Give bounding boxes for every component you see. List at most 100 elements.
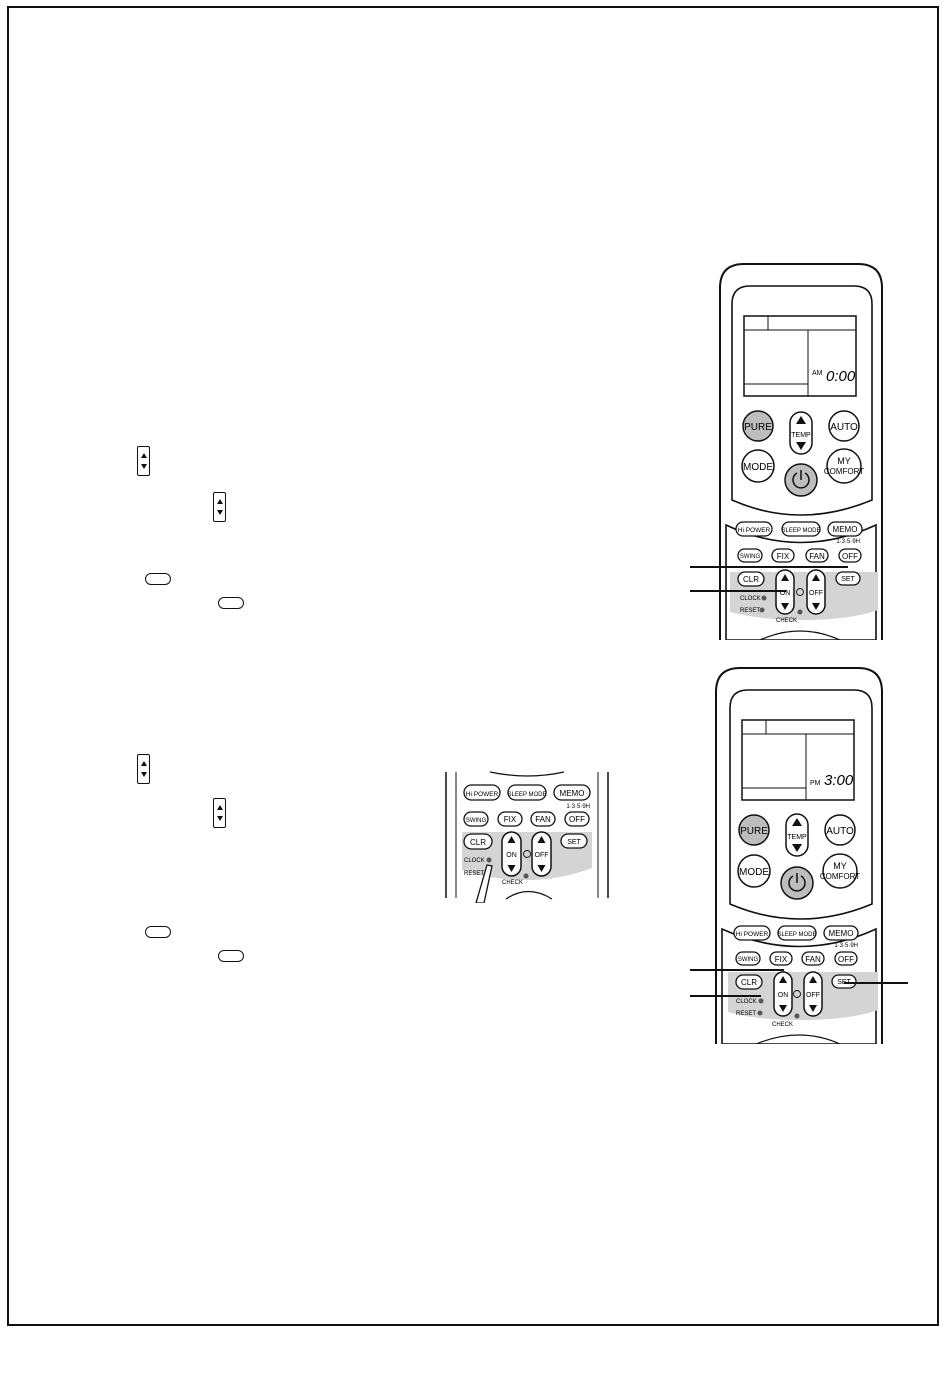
up-down-button-icon [137, 446, 150, 476]
display-time: 3:00 [824, 772, 854, 789]
clock-reset-hole [761, 595, 767, 601]
pure-label: PURE [740, 826, 768, 837]
off-timer-label: OFF [809, 590, 823, 597]
temp-label: TEMP [787, 834, 807, 841]
clock-label: CLOCK [464, 858, 485, 864]
swing-button [735, 951, 761, 966]
mode-button [741, 449, 775, 483]
swing-button [737, 548, 763, 563]
off-timer-updown-button [803, 971, 823, 1017]
off-timer-label: OFF [535, 852, 549, 859]
pure-button [738, 814, 770, 846]
hi-power-button [463, 784, 501, 801]
set-label: SET [841, 576, 855, 583]
pure-button [742, 410, 774, 442]
off-label: OFF [842, 552, 858, 561]
swing-button [463, 811, 489, 827]
clr-button [463, 833, 493, 850]
auto-button [824, 814, 856, 846]
swing-label: SWING [740, 554, 761, 560]
leader-line [690, 969, 784, 971]
timer-hours-label: 1·3·5·9H [836, 539, 860, 545]
check-hole [523, 873, 529, 879]
clock-reset-hole [486, 857, 492, 863]
off-timer-button [838, 548, 862, 563]
my-comfort-label: MY [833, 861, 847, 871]
clr-button [735, 974, 763, 990]
display-period: PM [810, 780, 821, 787]
my-comfort-button [826, 448, 862, 484]
oval-button-icon [145, 926, 171, 938]
fix-label: FIX [777, 552, 790, 561]
up-down-button-icon [213, 492, 226, 522]
memo-label: MEMO [829, 929, 854, 938]
reset-hole [757, 1010, 763, 1016]
oval-button-icon [218, 950, 244, 962]
fix-label: FIX [504, 815, 517, 824]
off-timer-label: OFF [806, 992, 820, 999]
clr-button [737, 571, 765, 587]
power-icon [792, 472, 810, 489]
sleep-mode-label: SLEEP MODE [782, 528, 821, 534]
fix-label: FIX [775, 955, 788, 964]
on-timer-button [775, 569, 795, 615]
up-down-button-icon [137, 754, 150, 784]
off-timer-button [564, 811, 590, 827]
sleep-mode-button [781, 521, 821, 537]
clr-label: CLR [743, 575, 759, 584]
auto-label: AUTO [826, 826, 854, 837]
remote-control-bottom: PM 3:00 PURE TEMP AUTO MODE MY COMFORT H… [715, 667, 883, 1044]
clock-label: CLOCK [736, 999, 757, 1005]
reset-label: RESET [740, 608, 760, 614]
clr-label: CLR [470, 838, 486, 847]
off-label: OFF [838, 955, 854, 964]
hi-power-button [735, 521, 773, 537]
on-timer-button [773, 971, 793, 1017]
fan-button [801, 951, 825, 966]
my-comfort-label: MY [837, 456, 851, 466]
reset-label: RESET [736, 1011, 756, 1017]
check-hole [794, 1013, 800, 1019]
clock-timer-icon [523, 850, 531, 858]
clock-reset-hole [758, 998, 764, 1004]
set-label: SET [567, 839, 581, 846]
clock-timer-icon [793, 990, 801, 998]
oval-button-icon [218, 597, 244, 609]
hi-power-label: Hi POWER [738, 527, 771, 534]
memo-label: MEMO [833, 525, 858, 534]
mode-label: MODE [743, 462, 773, 473]
set-button [831, 974, 857, 989]
off-timer-updown-button [531, 831, 552, 877]
fan-label: FAN [535, 815, 551, 824]
fix-button [497, 811, 523, 827]
stylus-icon [475, 864, 493, 903]
fan-label: FAN [809, 552, 825, 561]
on-timer-button [501, 831, 522, 877]
timer-hours-label: 1·3·5·9H [566, 804, 590, 810]
page-frame [7, 6, 939, 1326]
pure-label: PURE [744, 422, 772, 433]
on-label: ON [780, 590, 791, 597]
fix-button [769, 951, 793, 966]
fan-button [805, 548, 829, 563]
leader-line [690, 590, 786, 592]
sleep-mode-label: SLEEP MODE [778, 932, 817, 938]
auto-label: AUTO [830, 422, 858, 433]
timer-hours-label: 1·3·5·9H [834, 943, 858, 949]
set-button [835, 571, 861, 586]
display-period: AM [812, 370, 823, 377]
my-comfort-button [822, 853, 858, 889]
memo-button [553, 784, 591, 801]
mode-button [737, 854, 771, 888]
display-time: 0:00 [826, 368, 856, 385]
clock-label: CLOCK [740, 596, 761, 602]
on-label: ON [506, 852, 517, 859]
sleep-mode-label: SLEEP MODE [508, 792, 547, 798]
fan-button [530, 811, 556, 827]
swing-label: SWING [466, 818, 487, 824]
hi-power-button [733, 925, 771, 941]
off-label: OFF [569, 815, 585, 824]
sleep-mode-button [777, 925, 817, 941]
swing-label: SWING [738, 957, 759, 963]
remote-inset: Hi POWER SLEEP MODE MEMO 1·3·5·9H SWING … [445, 771, 609, 903]
